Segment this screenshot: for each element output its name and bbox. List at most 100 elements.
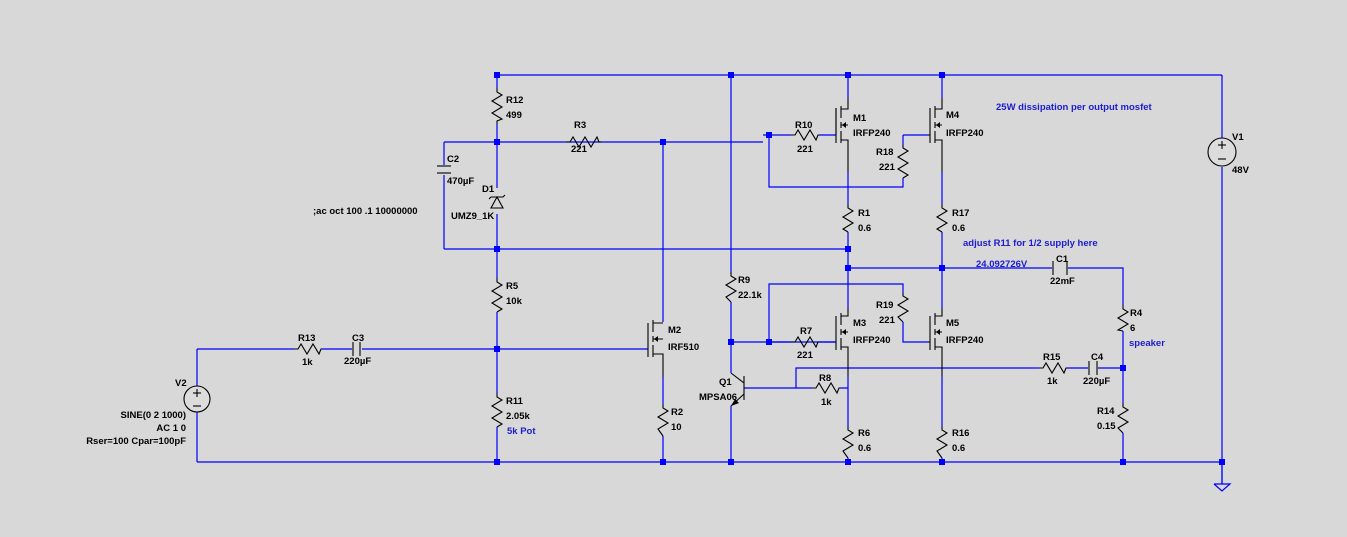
resistor-r3[interactable]: R3 221 xyxy=(566,120,602,155)
junction-dot xyxy=(939,459,945,465)
mosfet-value: IRFP240 xyxy=(853,128,891,139)
resistor-ref: R5 xyxy=(506,281,519,292)
mosfet-m5[interactable]: M5 IRFP240 xyxy=(928,308,984,376)
mosfet-ref: M4 xyxy=(946,110,960,121)
junction-dot xyxy=(494,459,500,465)
resistor-r1[interactable]: R1 0.6 xyxy=(841,204,871,234)
resistor-value: 0.6 xyxy=(952,443,965,454)
transistor-value: MPSA06 xyxy=(699,392,737,403)
resistor-r15[interactable]: R15 1k xyxy=(1039,352,1067,387)
junction-dot xyxy=(494,139,500,145)
resistor-value: 499 xyxy=(506,110,522,121)
junction-dot xyxy=(1120,365,1126,371)
pot-note: 5k Pot xyxy=(507,426,536,437)
junction-dot xyxy=(939,265,945,271)
resistor-ref: R19 xyxy=(876,300,893,311)
resistor-value: 2.05k xyxy=(506,411,530,422)
diode-value: UMZ9_1K xyxy=(451,211,494,222)
mosfet-m3[interactable]: M3 IRFP240 xyxy=(835,308,891,376)
resistor-ref: R4 xyxy=(1130,308,1143,319)
junction-dot xyxy=(494,346,500,352)
voltage-source-v1[interactable]: V1 48V xyxy=(1207,132,1250,176)
resistor-r17[interactable]: R17 0.6 xyxy=(935,204,969,234)
wires xyxy=(196,74,1223,484)
source-ref: V2 xyxy=(175,378,187,389)
resistor-ref: R11 xyxy=(506,396,524,407)
source-ref: V1 xyxy=(1232,132,1244,143)
mosfet-ref: M1 xyxy=(853,113,867,124)
resistor-r16[interactable]: R16 0.6 xyxy=(935,426,969,459)
resistor-value: 10 xyxy=(671,422,682,433)
resistor-value: 221 xyxy=(797,144,814,155)
resistor-ref: R9 xyxy=(738,275,750,286)
resistor-r9[interactable]: R9 22.1k xyxy=(724,272,762,303)
voltage-source-v2[interactable]: V2 SINE(0 2 1000) AC 1 0 Rser=100 Cpar=1… xyxy=(86,378,211,447)
capacitor-c4[interactable]: C4 220µF xyxy=(1083,352,1110,387)
mosfet-value: IRFP240 xyxy=(946,128,984,139)
resistor-r2[interactable]: R2 10 xyxy=(656,404,683,437)
junction-dot xyxy=(939,72,945,78)
mosfet-m1[interactable]: M1 IRFP240 xyxy=(835,98,891,172)
resistor-ref: R1 xyxy=(858,208,871,219)
junction-dot xyxy=(728,459,734,465)
mosfet-m2[interactable]: M2 IRF510 xyxy=(647,320,699,377)
junction-dot xyxy=(728,339,734,345)
resistor-r10[interactable]: R10 221 xyxy=(791,120,819,155)
junction-dot xyxy=(494,246,500,252)
adjust-note: adjust R11 for 1/2 supply here xyxy=(963,238,1098,249)
resistor-ref: R12 xyxy=(506,95,523,106)
resistor-value: 22.1k xyxy=(738,290,762,301)
resistor-r5[interactable]: R5 10k xyxy=(490,278,523,313)
ground-icon xyxy=(1213,462,1232,492)
dissipation-note: 25W dissipation per output mosfet xyxy=(996,102,1153,113)
capacitor-ref: C2 xyxy=(447,154,459,165)
resistor-r6[interactable]: R6 0.6 xyxy=(841,426,871,459)
transistor-q1[interactable]: Q1 MPSA06 xyxy=(699,372,745,407)
resistor-value: 0.15 xyxy=(1097,421,1116,432)
resistor-value: 221 xyxy=(571,144,588,155)
junction-dot xyxy=(845,246,851,252)
mosfet-value: IRFP240 xyxy=(946,335,984,346)
ac-spice-directive: ;ac oct 100 .1 10000000 xyxy=(313,206,418,217)
junctions xyxy=(494,72,1225,465)
capacitor-ref: C3 xyxy=(352,333,364,344)
junction-dot xyxy=(766,132,772,138)
resistor-r7[interactable]: R7 221 xyxy=(791,326,819,361)
resistor-r11[interactable]: R11 2.05k xyxy=(490,393,530,428)
capacitor-value: 220µF xyxy=(1083,376,1110,387)
resistor-value: 221 xyxy=(879,315,896,326)
speaker-note: speaker xyxy=(1129,338,1165,349)
resistor-r4[interactable]: R4 6 xyxy=(1116,305,1143,334)
resistor-r8[interactable]: R8 1k xyxy=(812,373,840,408)
mosfet-m4[interactable]: M4 IRFP240 xyxy=(928,98,984,172)
junction-dot xyxy=(845,72,851,78)
transistor-ref: Q1 xyxy=(719,377,732,388)
resistor-r13[interactable]: R13 1k xyxy=(294,333,322,368)
resistor-value: 1k xyxy=(821,397,832,408)
resistor-r14[interactable]: R14 0.15 xyxy=(1097,403,1130,434)
resistor-value: 1k xyxy=(302,357,313,368)
source-parasitics: Rser=100 Cpar=100pF xyxy=(86,436,186,447)
resistor-value: 1k xyxy=(1047,376,1058,387)
resistor-r19[interactable]: R19 221 xyxy=(876,293,910,326)
capacitor-c2[interactable]: C2 470µF xyxy=(437,154,474,187)
capacitor-c3[interactable]: C3 220µF xyxy=(344,333,371,367)
mosfet-ref: M3 xyxy=(853,318,866,329)
junction-dot xyxy=(660,139,666,145)
mosfet-ref: M2 xyxy=(668,325,681,336)
mosfet-value: IRF510 xyxy=(668,342,699,353)
resistor-value: 10k xyxy=(506,296,523,307)
resistor-ref: R16 xyxy=(952,428,969,439)
capacitor-value: 220µF xyxy=(344,356,371,367)
capacitor-ref: C1 xyxy=(1056,254,1069,265)
resistor-r12[interactable]: R12 499 xyxy=(490,88,523,124)
resistor-r18[interactable]: R18 221 xyxy=(876,145,910,179)
source-waveform: SINE(0 2 1000) xyxy=(121,410,186,421)
resistor-ref: R3 xyxy=(574,120,586,131)
capacitor-c1[interactable]: C1 22mF xyxy=(1050,254,1075,287)
resistor-value: 0.6 xyxy=(858,223,871,234)
capacitor-value: 470µF xyxy=(447,176,474,187)
zener-diode-d1[interactable]: D1 UMZ9_1K xyxy=(451,184,506,222)
junction-dot xyxy=(660,459,666,465)
